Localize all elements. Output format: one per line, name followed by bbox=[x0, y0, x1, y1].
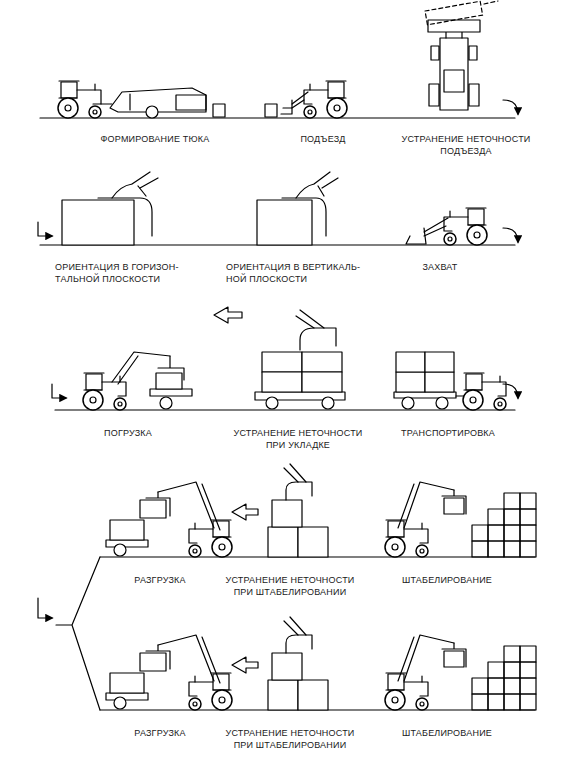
step-caption: РАЗГРУЗКА bbox=[95, 575, 225, 587]
flow-arrow bbox=[503, 384, 518, 398]
step-caption: ШТАБЕЛИРОВАНИЕ bbox=[377, 728, 517, 740]
flow-arrow bbox=[52, 384, 66, 398]
stacking-row bbox=[100, 617, 536, 710]
step-caption: ТРАНСПОРТИРОВКА bbox=[373, 428, 523, 440]
step-caption: УСТРАНЕНИЕ НЕТОЧНОСТИ ПРИ УКЛАДКЕ bbox=[228, 428, 368, 451]
baler bbox=[101, 88, 206, 118]
ground-line bbox=[55, 409, 515, 410]
step-caption: ФОРМИРОВАНИЕ ТЮКА bbox=[70, 134, 240, 146]
step-caption: УСТРАНЕНИЕ НЕТОЧНОСТИ ПОДЪЕЗДА bbox=[391, 134, 541, 157]
flow-arrow bbox=[38, 598, 52, 618]
tractor bbox=[58, 81, 101, 118]
step-caption: ПОГРУЗКА bbox=[53, 428, 203, 440]
step-caption: ОРИЕНТАЦИЯ В ВЕРТИКАЛЬ- НОЙ ПЛОСКОСТИ bbox=[226, 262, 376, 285]
step-caption: ШТАБЕЛИРОВАНИЕ bbox=[377, 575, 517, 587]
bale-with-gripper bbox=[62, 172, 158, 245]
loader-tractor bbox=[281, 81, 347, 118]
step-caption: ОРИЕНТАЦИЯ В ГОРИЗОН- ТАЛЬНОЙ ПЛОСКОСТИ bbox=[55, 262, 205, 285]
ground-line bbox=[40, 117, 515, 118]
bale bbox=[213, 104, 225, 117]
tractor-top-view bbox=[425, 1, 498, 110]
trailer-stack bbox=[214, 307, 345, 409]
bale bbox=[265, 104, 277, 117]
step-caption: УСТРАНЕНИЕ НЕТОЧНОСТИ ПРИ ШТАБЕЛИРОВАНИИ bbox=[220, 575, 360, 598]
flow-arrow bbox=[503, 228, 518, 242]
branch-bracket bbox=[56, 557, 100, 710]
step-caption: ЗАХВАТ bbox=[380, 262, 500, 274]
loader-tractor bbox=[406, 208, 487, 245]
step-caption: РАЗГРУЗКА bbox=[95, 728, 225, 740]
flow-arrow bbox=[38, 222, 52, 236]
flow-arrow bbox=[503, 100, 518, 114]
stacking-row bbox=[100, 464, 536, 557]
bale-with-gripper bbox=[257, 172, 338, 245]
step-caption: ПОДЪЕЗД bbox=[263, 134, 383, 146]
transport-trailer bbox=[394, 352, 506, 410]
step-caption: УСТРАНЕНИЕ НЕТОЧНОСТИ ПРИ ШТАБЕЛИРОВАНИИ bbox=[220, 728, 360, 751]
loading-tractor bbox=[83, 352, 192, 410]
